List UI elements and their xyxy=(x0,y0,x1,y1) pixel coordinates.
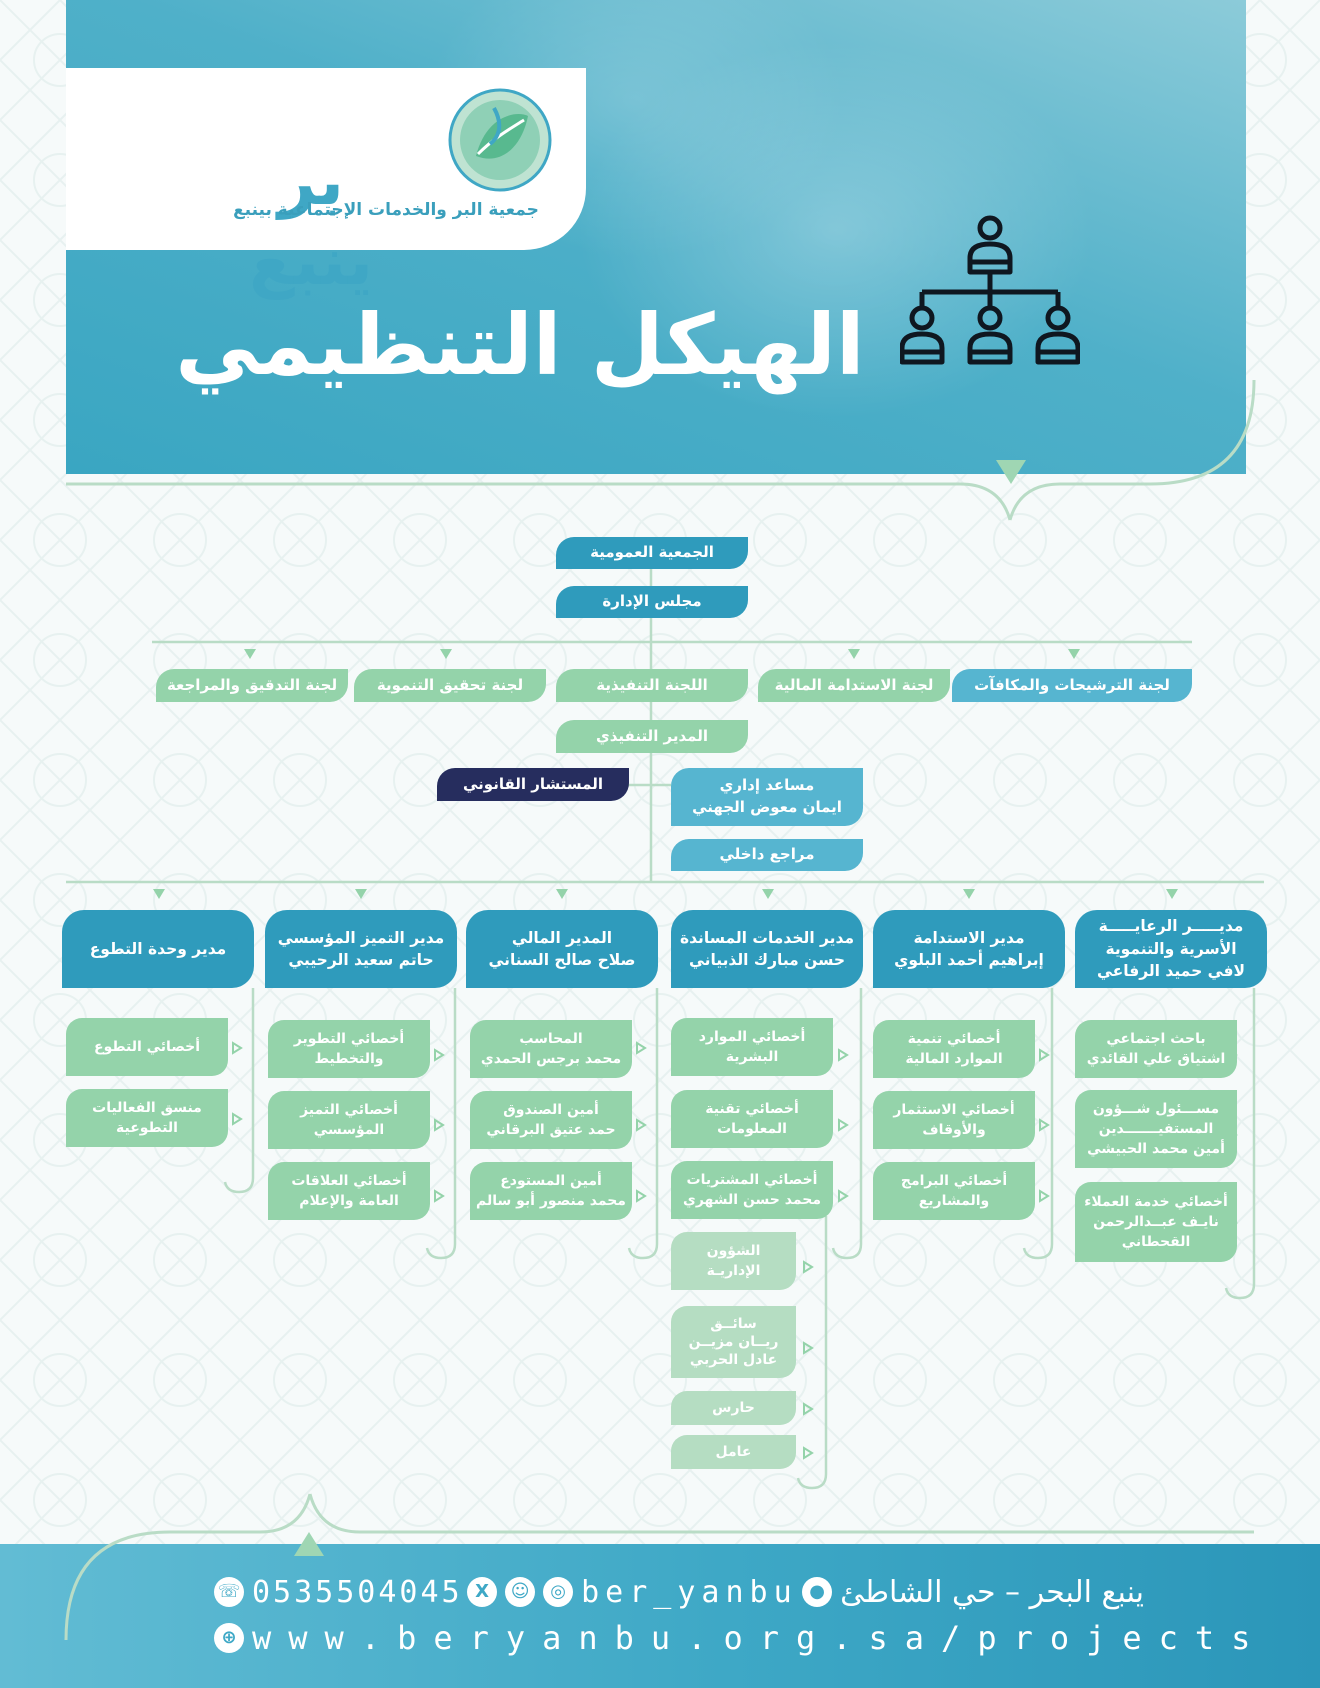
member-card: أمين المستودع محمد منصور أبو سالم xyxy=(470,1162,632,1220)
committee-nominations: لجنة الترشيحات والمكافآت xyxy=(952,669,1192,702)
footer-contact-row: ☏ 0535504045 X ☺ ◎ ber_yanbu ● ينبع البح… xyxy=(214,1570,1144,1614)
location-icon: ● xyxy=(802,1577,833,1607)
member-card: أخصائي تنمية الموارد المالية xyxy=(873,1020,1035,1078)
leaf-logo-icon xyxy=(448,88,552,192)
department-head-excellence: مدير التميز المؤسسي حاتم سعيد الرحيبي xyxy=(265,910,457,988)
member-card: أخصائي تقنية المعلومات xyxy=(671,1090,833,1148)
member-card: أخصائي خدمة العملاء نايـف عبــدالرحمن ال… xyxy=(1075,1182,1237,1262)
member-card: أخصائي العلاقات العامة والإعلام xyxy=(268,1162,430,1220)
footer-website-row: ⊕ www.beryanbu.org.sa/projects xyxy=(214,1616,1250,1660)
footer-handle[interactable]: ber_yanbu xyxy=(581,1574,798,1610)
committee-financial-sustainability: لجنة الاستدامة المالية xyxy=(758,669,950,702)
admin-assistant-box: مساعد إداري ايمان معوض الجهني xyxy=(671,768,863,826)
member-card: أخصائي البرامج والمشاريع xyxy=(873,1162,1035,1220)
legal-advisor-box: المستشار القانوني xyxy=(437,768,629,801)
admin-assistant-name: ايمان معوض الجهني xyxy=(692,798,842,816)
committee-audit: لجنة التدقيق والمراجعة xyxy=(156,669,348,702)
footer-phone[interactable]: 0535504045 xyxy=(252,1574,463,1610)
department-head-family-care: مديـــــر الرعايـــــة الأسرية والتنموية… xyxy=(1075,910,1267,988)
instagram-icon[interactable]: ◎ xyxy=(543,1577,574,1607)
phone-icon: ☏ xyxy=(214,1577,244,1607)
committee-development: لجنة تحقيق التنموية xyxy=(354,669,546,702)
executive-director-box: المدير التنفيذي xyxy=(556,720,748,753)
admin-assistant-title: مساعد إداري xyxy=(719,776,815,795)
member-card: باحث اجتماعي اشتياق علي القائدي xyxy=(1075,1020,1237,1078)
logo-text: بر ينبع xyxy=(249,143,373,300)
committee-executive: اللجنة التنفيذية xyxy=(556,669,748,702)
department-head-volunteering: مدير وحدة التطوع xyxy=(62,910,254,988)
department-head-finance: المدير المالي صلاح صالح السناني xyxy=(466,910,658,988)
sub-member-card: عامل xyxy=(671,1435,796,1469)
footer-website[interactable]: www.beryanbu.org.sa/projects xyxy=(252,1619,1268,1657)
general-assembly-box: الجمعية العمومية xyxy=(556,537,748,569)
sub-member-card: الشؤون الإداريـة xyxy=(671,1232,796,1290)
member-card: المحاسب محمد برجس الحمدي xyxy=(470,1020,632,1078)
member-card: منسق الفعاليات التطوعية xyxy=(66,1089,228,1147)
snapchat-icon[interactable]: ☺ xyxy=(505,1577,536,1607)
page-title: الهيكل التنظيمي xyxy=(175,296,865,394)
footer-address: ينبع البحر – حي الشاطئ xyxy=(840,1574,1144,1610)
member-card: أخصائي التميز المؤسسي xyxy=(268,1091,430,1149)
internal-auditor-box: مراجع داخلي xyxy=(671,839,863,871)
org-chart-icon xyxy=(900,215,1080,365)
sub-member-card: حارس xyxy=(671,1391,796,1425)
member-card: أخصائي التطوع xyxy=(66,1018,228,1076)
x-icon[interactable]: X xyxy=(467,1577,498,1607)
globe-icon: ⊕ xyxy=(214,1623,244,1653)
member-card: أخصائي التطوير والتخطيط xyxy=(268,1020,430,1078)
sub-member-card: سائــق ريــان مزيــن عادل الحربي xyxy=(671,1306,796,1378)
member-card: أخصائي المشتريات محمد حسن الشهري xyxy=(671,1161,833,1219)
department-head-support-services: مدير الخدمات المساندة حسن مبارك الذبياني xyxy=(671,910,863,988)
member-card: أمين الصندوق حمد عتيق البرقاني xyxy=(470,1091,632,1149)
logo-tagline: جمعية البر والخدمات الإجتماعية بينبع xyxy=(233,200,539,220)
member-card: أخصائي الموارد البشرية xyxy=(671,1018,833,1076)
board-box: مجلس الإدارة xyxy=(556,586,748,618)
department-head-sustainability: مدير الاستدامة إبراهيم أحمد البلوي xyxy=(873,910,1065,988)
logo-card: بر ينبع جمعية البر والخدمات الإجتماعية ب… xyxy=(66,68,586,300)
member-card: أخصائي الاستثمار والأوقاف xyxy=(873,1091,1035,1149)
member-card: مســـئول شـــؤون المستفيـــــــدين أمين … xyxy=(1075,1090,1237,1168)
